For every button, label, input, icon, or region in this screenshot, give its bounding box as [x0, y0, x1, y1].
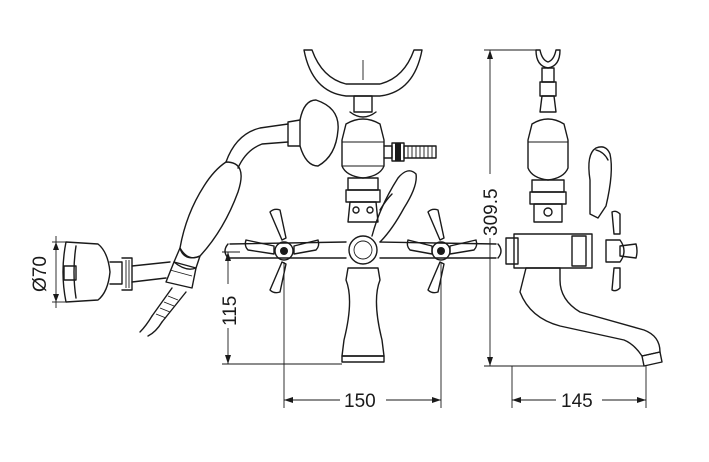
- shower-head-side-view: [62, 241, 133, 303]
- label-total-height: 309.5: [481, 188, 502, 236]
- dim-projection: 145: [511, 366, 647, 412]
- label-projection: 145: [561, 391, 593, 412]
- left-cross-handle: [244, 208, 320, 294]
- mixer-front-view: [224, 49, 502, 363]
- label-inlet-spacing: 150: [344, 391, 376, 412]
- dim-diameter: Ø70: [30, 236, 66, 308]
- right-cross-handle: [406, 208, 478, 294]
- dim-spout-height: 115: [216, 251, 342, 365]
- dim-inlet-spacing: 150: [283, 262, 442, 412]
- dim-total-height: 309.5: [476, 49, 644, 367]
- label-diameter: Ø70: [30, 256, 51, 292]
- label-spout-height: 115: [220, 296, 241, 326]
- hand-shower: [131, 99, 339, 337]
- mixer-side-view: [505, 49, 663, 367]
